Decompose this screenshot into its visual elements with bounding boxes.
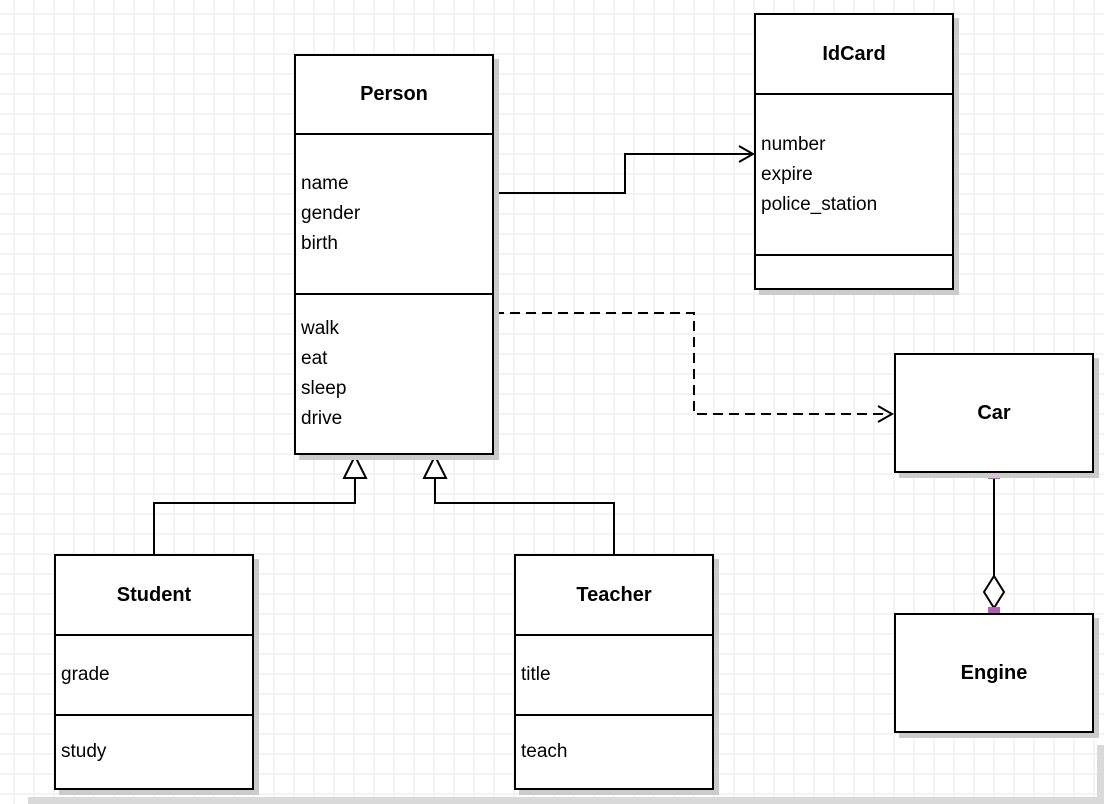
method: sleep [301,378,347,399]
methods-section: study [56,714,252,788]
class-title: Student [116,583,192,606]
method: eat [301,348,328,369]
attributes-section: grade [56,634,252,714]
hollow-diamond-icon [982,574,1006,610]
open-arrowhead-icon [738,145,756,163]
attributes-section: number expire police_station [756,93,952,254]
association-person-idcard[interactable] [494,153,751,194]
generalization-student-person[interactable] [153,477,356,554]
attribute: police_station [761,193,878,215]
attribute: name [301,173,349,194]
class-title: Engine [960,661,1028,684]
attribute: gender [301,203,361,224]
methods-section: teach [516,714,712,788]
attribute: grade [61,664,110,685]
attribute: title [521,664,551,685]
page-edge-bottom [28,797,1104,804]
class-car[interactable]: Car [894,353,1094,473]
method: walk [301,318,340,339]
attribute: expire [761,163,813,185]
generalization-teacher-person[interactable] [434,477,615,554]
open-arrowhead-icon [877,405,895,423]
methods-section-empty [756,254,952,288]
attribute: number [761,133,826,155]
method: study [61,741,107,762]
attributes-section: title [516,634,712,714]
class-idcard[interactable]: IdCard number expire police_station [754,13,954,290]
class-title: Teacher [576,583,652,606]
hollow-triangle-icon [422,453,448,479]
method: teach [521,741,568,762]
class-title: Car [977,401,1011,424]
class-person[interactable]: Person name gender birth walk eat sleep … [294,54,494,455]
class-title: Person [360,83,428,105]
attribute: birth [301,233,338,254]
class-title: IdCard [822,42,886,65]
page-edge-right [1097,745,1104,804]
hollow-triangle-icon [342,453,368,479]
class-teacher[interactable]: Teacher title teach [514,554,714,790]
class-student[interactable]: Student grade study [54,554,254,790]
attributes-section: name gender birth [296,133,492,293]
class-engine[interactable]: Engine [894,613,1094,733]
method: drive [301,408,343,429]
dependency-person-car[interactable] [494,312,889,415]
methods-section: walk eat sleep drive [296,293,492,453]
